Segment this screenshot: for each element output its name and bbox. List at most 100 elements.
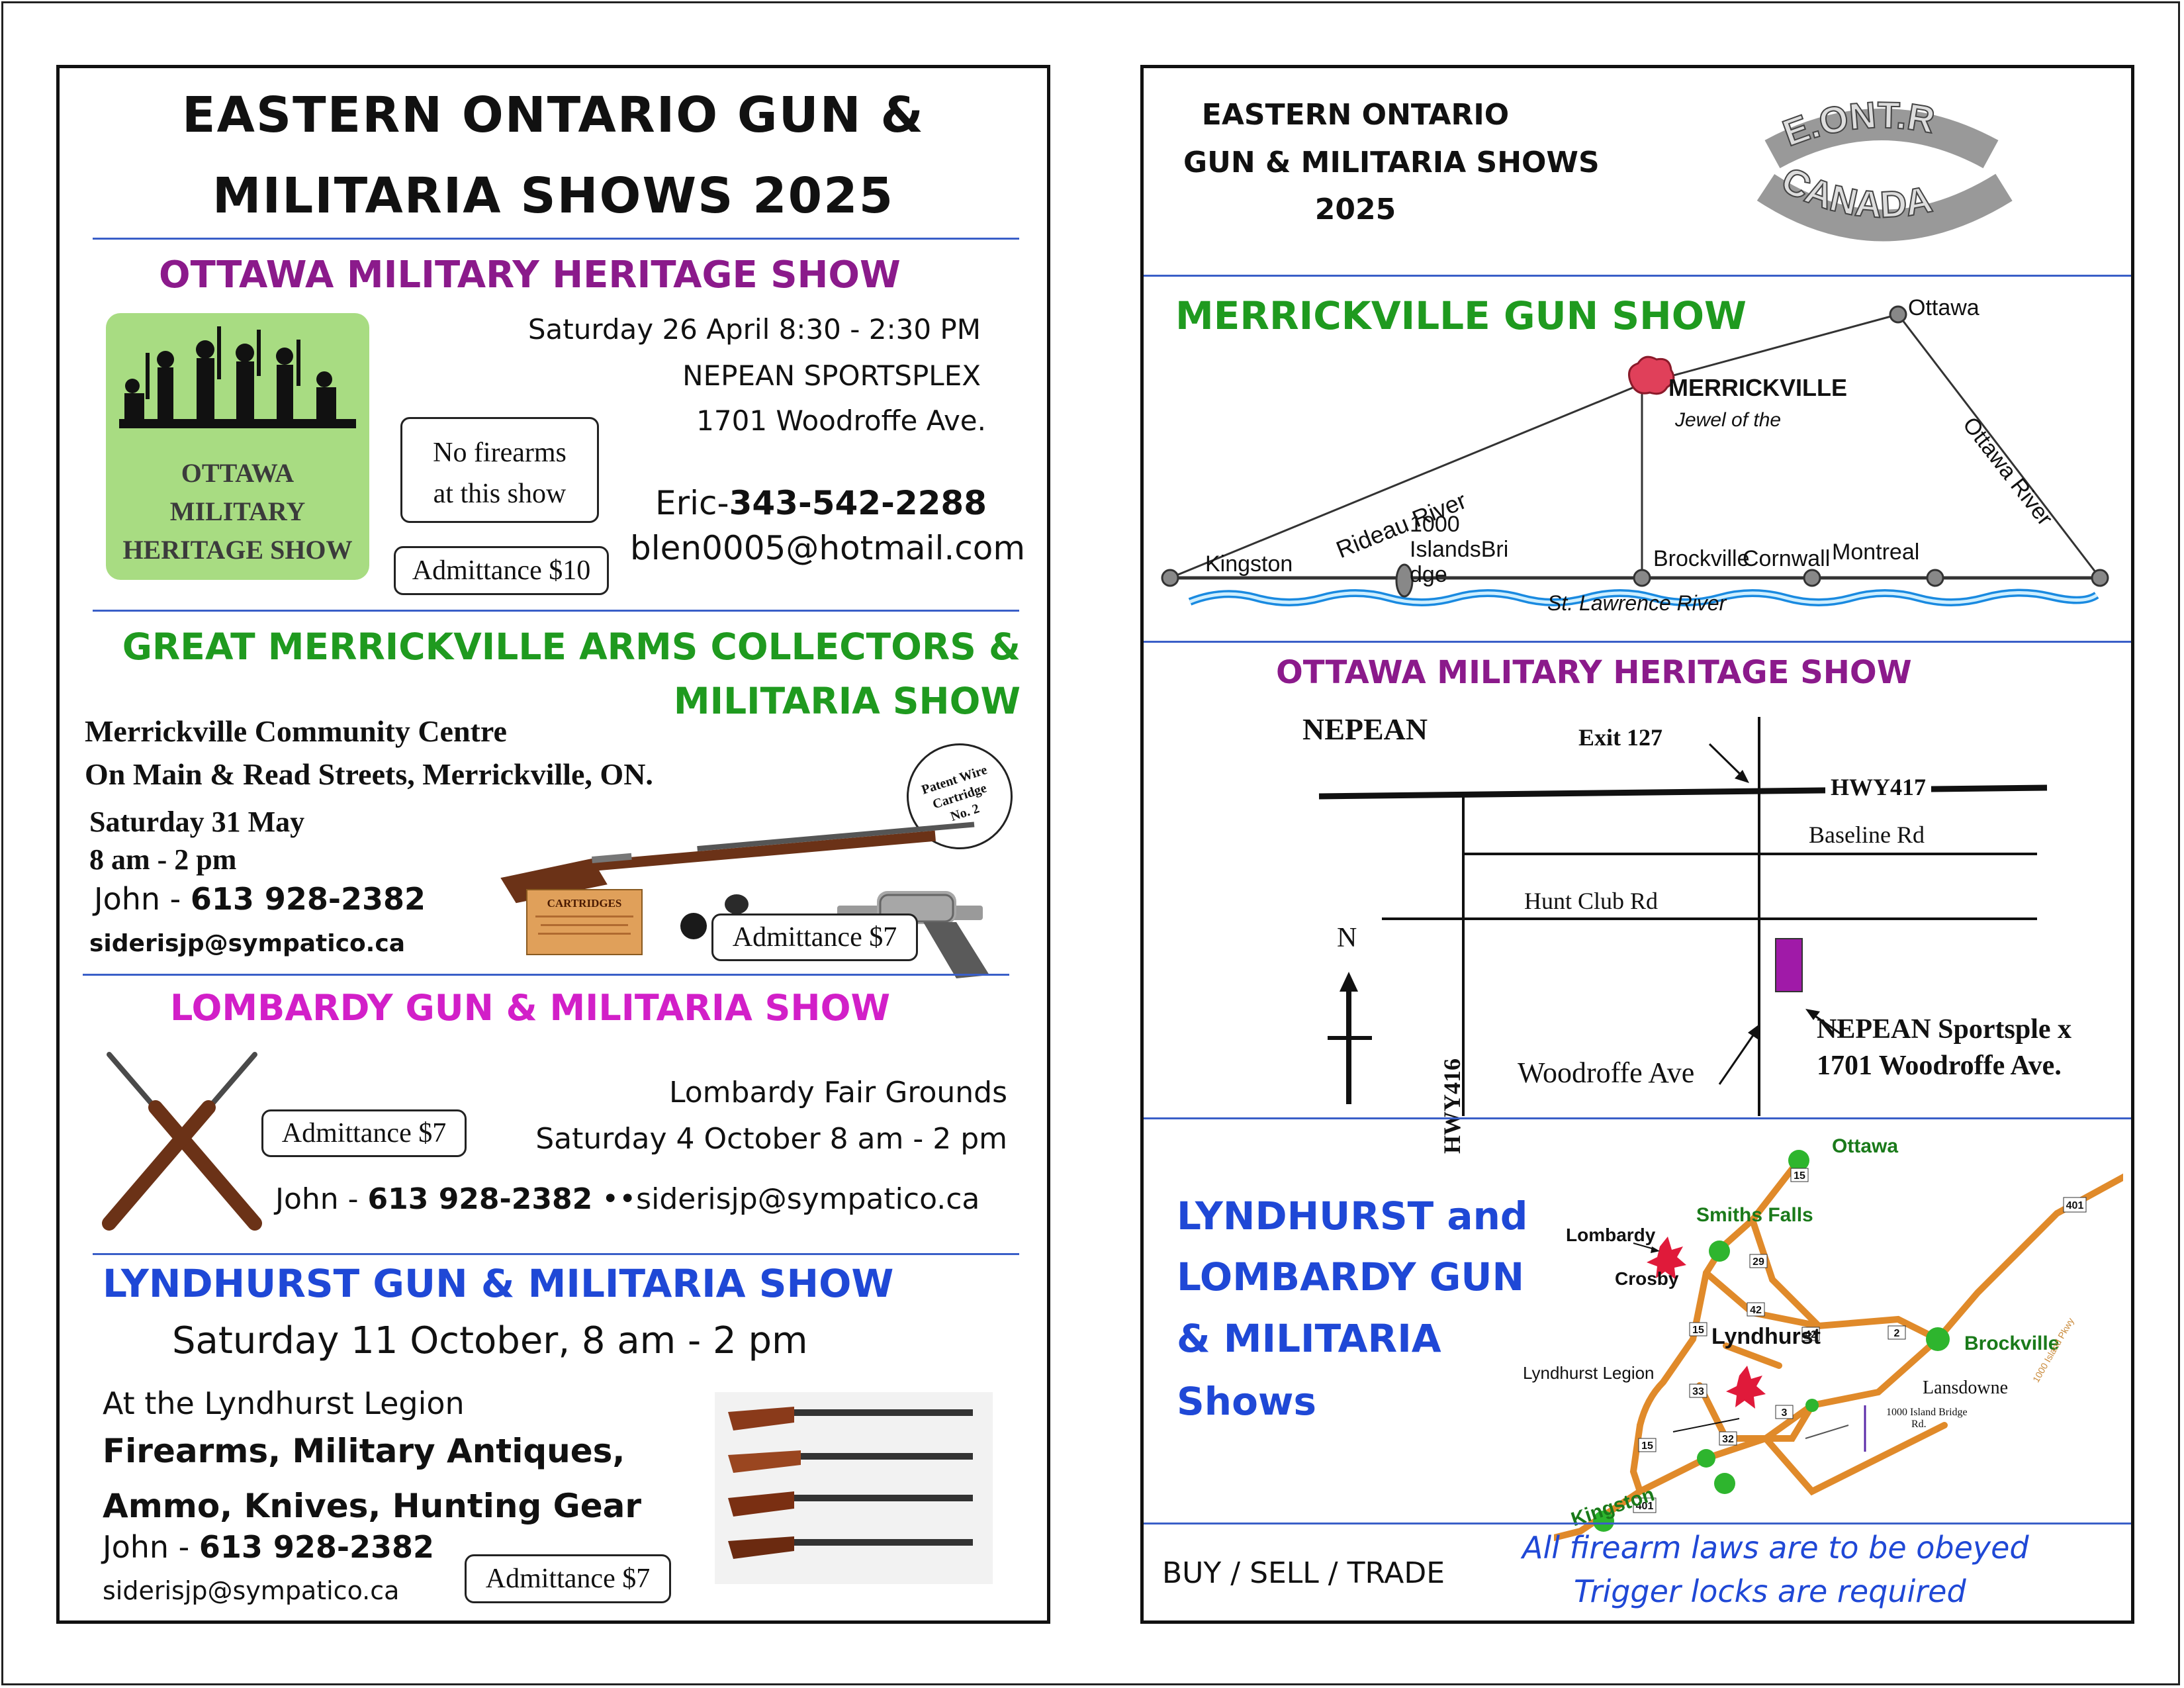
route-shield-15c: 15 xyxy=(1641,1440,1653,1452)
lombardy-venue: Lombardy Fair Grounds xyxy=(669,1076,1007,1109)
map-sportsplex-address: 1701 Woodroffe Ave. xyxy=(1817,1051,2062,1081)
divider xyxy=(1144,275,2131,277)
map-bridge-rd-label-2: Rd. xyxy=(1911,1419,1927,1430)
lyndhurst-venue: At the Lyndhurst Legion xyxy=(103,1385,465,1421)
map-lyn-ottawa-label: Ottawa xyxy=(1832,1135,1899,1157)
map-nepean-label: NEPEAN xyxy=(1302,712,1428,746)
cartridge-box-label: CARTRIDGES xyxy=(547,897,622,910)
lyndhurst-map-heading-1: LYNDHURST and xyxy=(1177,1194,1528,1239)
bullet-icon xyxy=(725,894,749,914)
merrickville-contact: John - 613 928-2382 xyxy=(94,881,426,917)
box-print xyxy=(535,915,633,917)
map-cornwall-label: Cornwall xyxy=(1743,546,1831,571)
lyndhurst-items-1: Firearms, Military Antiques, xyxy=(103,1432,625,1470)
merrickville-admittance: Admittance $7 xyxy=(711,914,918,961)
no-firearms-note: No firearms at this show xyxy=(400,417,599,523)
map-jewel-label: Jewel of the xyxy=(1675,409,1782,431)
map-lansdowne-label: Lansdowne xyxy=(1923,1378,2009,1398)
divider xyxy=(83,974,1009,976)
map-hunt-club-label: Hunt Club Rd xyxy=(1524,888,1659,914)
map-lyndhurst-legion-label: Lyndhurst Legion xyxy=(1523,1363,1655,1383)
map-1000-islands-label-3: dge xyxy=(1410,562,1447,587)
map-lyn-brockville-label: Brockville xyxy=(1964,1333,2060,1354)
crossed-rifles-icon xyxy=(102,1052,262,1231)
lyndhurst-admittance: Admittance $7 xyxy=(465,1554,671,1603)
map-hwy417-label: HWY417 xyxy=(1825,773,1931,801)
map-exit-label: Exit 127 xyxy=(1578,724,1663,751)
map-sportsplex-label: NEPEAN Sportsple x xyxy=(1817,1014,2072,1045)
merrickville-show-heading-2: MILITARIA SHOW xyxy=(673,680,1021,722)
lombardy-date: Saturday 4 October 8 am - 2 pm xyxy=(535,1122,1007,1156)
left-title-line2: MILITARIA SHOWS 2025 xyxy=(212,167,895,224)
merrickville-venue: Merrickville Community Centre xyxy=(85,714,507,748)
ottawa-show-heading: OTTAWA MILITARY HERITAGE SHOW xyxy=(159,254,901,297)
right-title-line3: 2025 xyxy=(1314,193,1396,226)
lombardy-contact: John - 613 928-2382 ••siderisjp@sympatic… xyxy=(275,1182,979,1216)
logo-text-2: MILITARY xyxy=(169,496,306,526)
route-shield-3: 3 xyxy=(1782,1407,1788,1419)
map-bridge-rd-label-1: 1000 Island Bridge xyxy=(1886,1407,1968,1418)
divider xyxy=(93,1253,1019,1255)
ottawa-email: blen0005@hotmail.com xyxy=(630,529,1026,567)
ottawa-venue: NEPEAN SPORTSPLEX xyxy=(682,359,981,392)
map-kingston-label: Kingston xyxy=(1205,551,1293,577)
no-firearms-line1: No firearms xyxy=(433,438,567,468)
merrickville-address: On Main & Read Streets, Merrickville, ON… xyxy=(85,757,653,791)
map-lyndhurst-label: Lyndhurst xyxy=(1711,1324,1821,1349)
map-1000-islands-label-1: 1000 xyxy=(1410,512,1460,537)
contact-phone: 343-542-2288 xyxy=(729,484,987,522)
map-north-label: N xyxy=(1337,923,1357,953)
merrickville-email: siderisjp@sympatico.ca xyxy=(89,930,405,957)
ottawa-address: 1701 Woodroffe Ave. xyxy=(696,404,986,437)
lyndhurst-date: Saturday 11 October, 8 am - 2 pm xyxy=(172,1319,808,1362)
badge-top-text: E.ONT.R xyxy=(1777,93,1938,155)
right-title-line1: EASTERN ONTARIO xyxy=(1201,98,1510,132)
contact-phone: 613 928-2382 xyxy=(199,1529,435,1565)
no-firearms-line2: at this show xyxy=(433,479,567,509)
lombardy-show-heading: LOMBARDY GUN & MILITARIA SHOW xyxy=(170,987,891,1029)
route-shield-32: 32 xyxy=(1722,1434,1734,1445)
map-lombardy-label: Lombardy xyxy=(1566,1225,1656,1245)
soldier-silhouettes-icon xyxy=(119,326,356,428)
nepean-map-heading: OTTAWA MILITARY HERITAGE SHOW xyxy=(1276,654,1912,691)
merrickville-show-heading-1: GREAT MERRICKVILLE ARMS COLLECTORS & xyxy=(122,626,1021,668)
map-1000-islands-label-2: IslandsBri xyxy=(1410,537,1509,562)
lyndhurst-show-heading: LYNDHURST GUN & MILITARIA SHOW xyxy=(103,1261,894,1306)
divider xyxy=(93,238,1019,240)
lyndhurst-map-heading-2: LOMBARDY GUN xyxy=(1177,1254,1525,1299)
lombardy-admittance: Admittance $7 xyxy=(261,1109,467,1157)
contact-phone: 613 928-2382 xyxy=(367,1182,593,1216)
lyndhurst-items-2: Ammo, Knives, Hunting Gear xyxy=(103,1487,642,1525)
route-shield-42: 42 xyxy=(1750,1305,1762,1316)
contact-name: John - xyxy=(275,1182,368,1216)
ottawa-admittance: Admittance $10 xyxy=(394,546,609,595)
route-shield-15: 15 xyxy=(1794,1170,1805,1182)
lyndhurst-map-heading-3: & MILITARIA xyxy=(1177,1316,1441,1361)
map-merrickville-label: MERRICKVILLE xyxy=(1668,374,1847,401)
map-hwy416-label: HWY416 xyxy=(1439,1058,1465,1154)
trigger-locks-note: Trigger locks are required xyxy=(1574,1573,1966,1609)
merrickville-route-map xyxy=(1161,305,2109,606)
left-flyer-panel: EASTERN ONTARIO GUN & MILITARIA SHOWS 20… xyxy=(56,65,1050,1624)
merrickville-date: Saturday 31 May xyxy=(89,806,305,838)
lyndhurst-email: siderisjp@sympatico.ca xyxy=(103,1576,400,1605)
merrickville-time: 8 am - 2 pm xyxy=(89,843,237,876)
route-shield-15b: 15 xyxy=(1692,1325,1704,1336)
route-shield-42b: 42 xyxy=(1805,1329,1817,1340)
contact-separator: •• xyxy=(592,1182,637,1216)
route-shield-2: 2 xyxy=(1894,1328,1900,1339)
box-print xyxy=(538,933,631,935)
nepean-street-map xyxy=(1318,717,2048,1116)
divider xyxy=(1144,641,2131,643)
ottawa-heritage-logo: OTTAWA MILITARY HERITAGE SHOW xyxy=(106,313,369,580)
ottawa-date: Saturday 26 April 8:30 - 2:30 PM xyxy=(527,313,981,346)
contact-name: John - xyxy=(103,1529,199,1565)
buy-sell-trade: BUY / SELL / TRADE xyxy=(1162,1556,1445,1590)
left-title-line1: EASTERN ONTARIO GUN & xyxy=(182,87,925,144)
route-shield-33: 33 xyxy=(1692,1386,1704,1397)
ottawa-contact: Eric-343-542-2288 xyxy=(655,484,987,522)
box-print xyxy=(541,924,628,926)
map-montreal-label: Montreal xyxy=(1832,539,1920,565)
route-shield-29: 29 xyxy=(1752,1256,1764,1268)
map-ottawa-label: Ottawa xyxy=(1908,295,1979,320)
